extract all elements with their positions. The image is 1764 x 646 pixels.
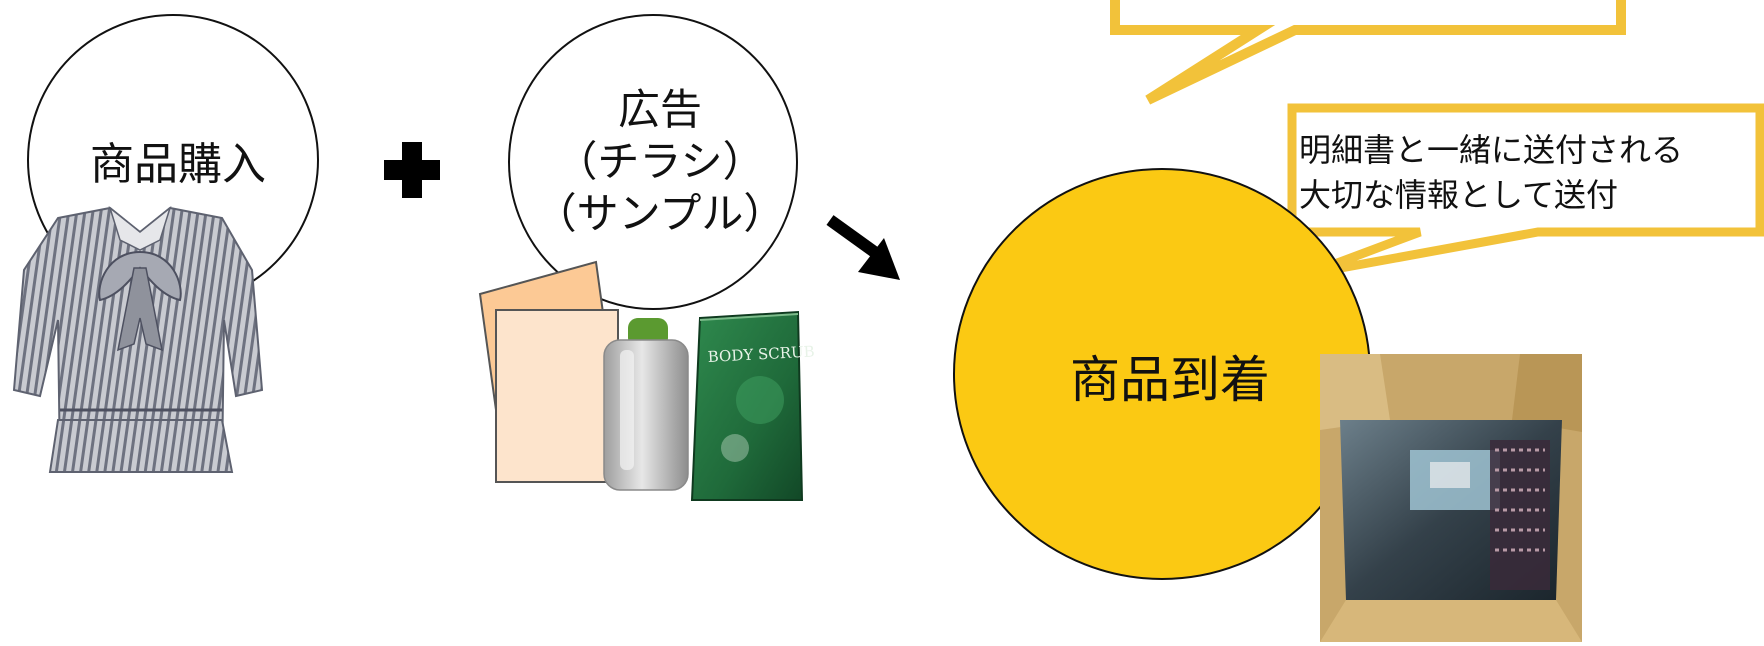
package-box-image xyxy=(1320,354,1582,642)
advertisement-line-1: 広告 xyxy=(617,85,702,134)
body-scrub-sachet: BODY SCRUB xyxy=(690,310,815,501)
flyer-sheets xyxy=(478,260,619,483)
purchase-label: 商品購入 xyxy=(90,139,266,190)
advertisement-line-3: （サンプル） xyxy=(534,189,786,238)
callout-line-2: 大切な情報として送付 xyxy=(1299,176,1619,214)
callout-top-bubble xyxy=(1110,0,1626,105)
arrival-label: 商品到着 xyxy=(1070,351,1270,409)
arrow-icon xyxy=(826,215,900,280)
callout-line-1: 明細書と一緒に送付される xyxy=(1299,131,1684,169)
advertisement-label: 広告 （チラシ） （サンプル） xyxy=(510,84,810,240)
advertisement-circle xyxy=(508,14,798,310)
sachet-label: BODY SCRUB xyxy=(707,342,815,366)
advertisement-line-2: （チラシ） xyxy=(555,137,765,186)
sample-bottle xyxy=(603,318,689,491)
callout-text: 明細書と一緒に送付される 大切な情報として送付 xyxy=(1299,128,1759,218)
blouse-image xyxy=(12,205,264,473)
plus-icon xyxy=(384,142,440,198)
